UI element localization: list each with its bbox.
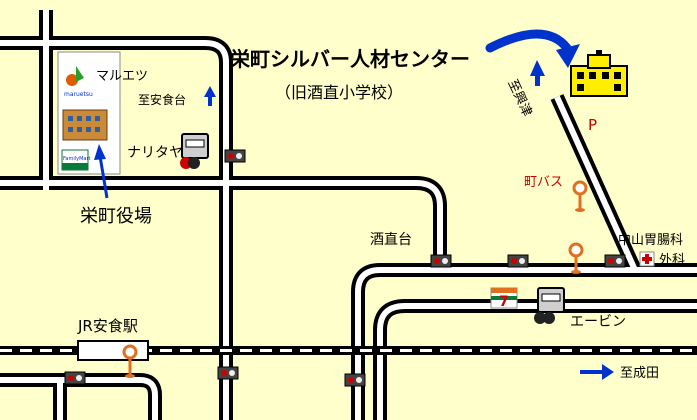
bus-stop-icon — [572, 180, 588, 212]
city-hall-label: 栄町役場 — [80, 206, 152, 227]
traffic-light-icon — [344, 373, 366, 387]
shopping-block: maruetsu FamilyMart — [57, 51, 121, 175]
traffic-light-icon — [224, 149, 246, 163]
direction-arrow-icon — [580, 364, 614, 380]
naritaya-label: ナリタヤ — [127, 145, 183, 161]
clinic-label-line1: 中山胃腸科 — [618, 233, 683, 248]
traffic-light-icon — [604, 254, 626, 268]
destination-arrow — [485, 29, 580, 68]
direction-arrow-icon — [530, 60, 545, 86]
traffic-light-icon — [430, 254, 452, 268]
car-icon — [534, 287, 565, 324]
parking-label: P — [588, 116, 597, 134]
to-narita-label: 至成田 — [620, 366, 659, 381]
railway-line — [0, 346, 697, 355]
seven-eleven-logo: 7 — [499, 294, 509, 310]
maruetsu-logo: maruetsu — [64, 91, 93, 98]
sakanaodai-label: 酒直台 — [370, 231, 412, 248]
bus-stop-icon — [122, 344, 138, 378]
map-title: 栄町シルバー人材センター — [229, 47, 470, 71]
traffic-light-icon — [507, 254, 529, 268]
map-subtitle: （旧酒直小学校） — [275, 83, 403, 102]
bus-stop-icon — [568, 242, 584, 274]
traffic-light-icon — [64, 371, 86, 385]
traffic-light-icon — [217, 366, 239, 380]
hospital-cross-icon — [639, 251, 655, 267]
clinic-label-line2: 外科 — [659, 253, 685, 268]
station-building — [77, 340, 149, 361]
road-network — [0, 10, 697, 420]
ebin-label: エービン — [570, 314, 626, 330]
maruetsu-label: マルエツ — [96, 69, 148, 84]
to-ajikidai-label: 至安食台 — [138, 92, 186, 107]
supermarket-icon — [180, 133, 209, 169]
school-icon — [570, 50, 628, 97]
direction-arrow-icon — [204, 86, 216, 106]
familymart-logo: FamilyMart — [63, 156, 91, 162]
town-bus-label: 町バス — [524, 175, 563, 190]
building-icon — [62, 109, 108, 141]
station-label: JR安食駅 — [77, 317, 138, 335]
city-hall-arrow — [94, 144, 109, 199]
convenience-store-icon: 7 — [490, 287, 518, 310]
